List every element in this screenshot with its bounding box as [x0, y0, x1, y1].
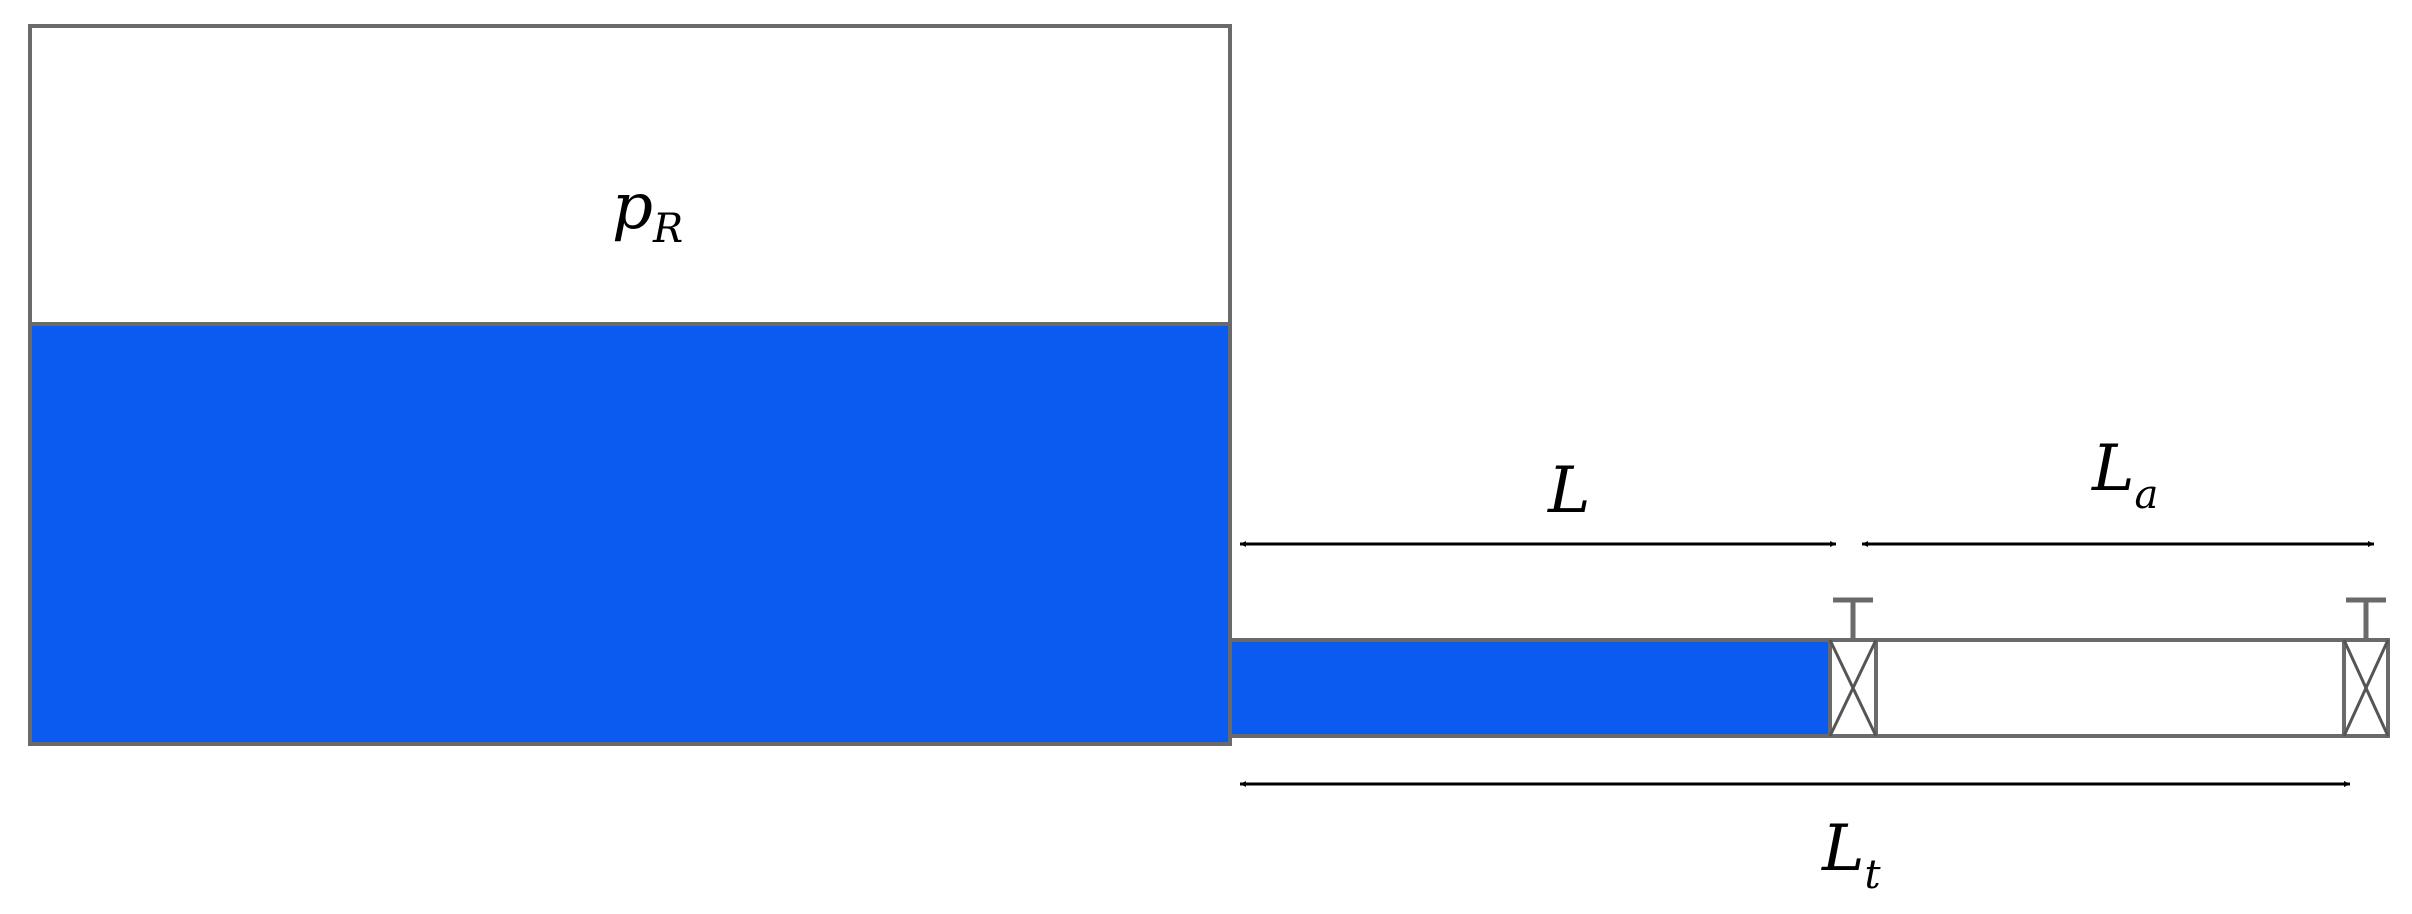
dimension-total-length: Lt	[1240, 781, 2350, 898]
valve-1	[1828, 597, 1878, 738]
tank-pressure-label: pR	[612, 170, 683, 252]
dimension-liquid-length: L	[1240, 454, 1836, 547]
pipe	[1228, 638, 2346, 738]
tank-air-space	[28, 24, 1232, 326]
valve-2	[2342, 597, 2390, 738]
tank-water	[28, 322, 1232, 746]
dimension-liquid-length-label: L	[1547, 454, 1591, 528]
dimension-total-length-label: Lt	[1821, 812, 1882, 898]
dimension-air-length: La	[1862, 432, 2374, 547]
valve-2-cross-b	[2342, 639, 2390, 737]
pipe-air-column	[1874, 638, 2346, 738]
pipe-water-column	[1228, 638, 1832, 738]
reservoir-tank: pR	[28, 24, 1232, 746]
valve-1-cross-b	[1828, 639, 1878, 737]
dimension-air-length-label: La	[2091, 432, 2158, 518]
